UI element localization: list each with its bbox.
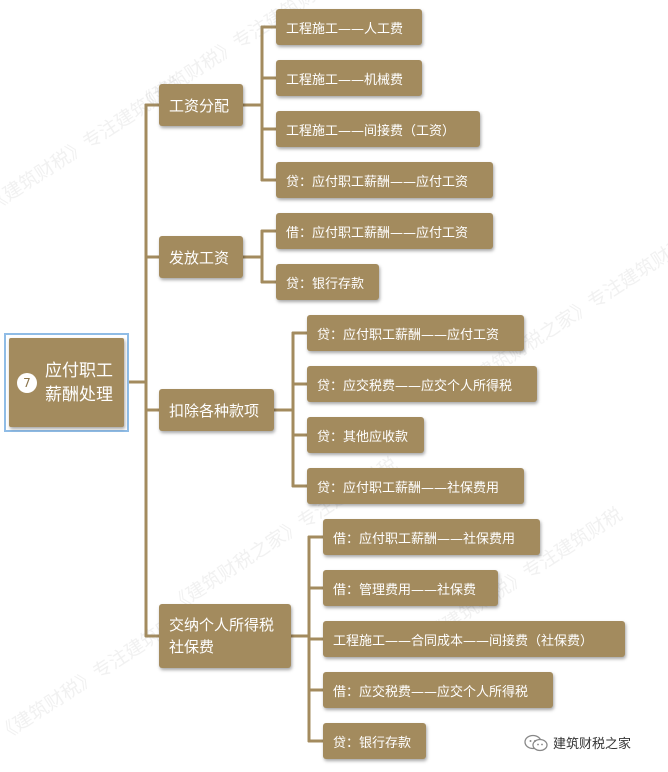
category-deductions[interactable]: 扣除各种款项 <box>159 389 274 431</box>
leaf-credit-payable-salary-2[interactable]: 贷：应付职工薪酬——应付工资 <box>307 315 524 351</box>
category-pay-salary[interactable]: 发放工资 <box>159 236 243 278</box>
leaf-credit-other-receivable[interactable]: 贷：其他应收款 <box>307 417 424 453</box>
leaf-credit-bank-deposit-2[interactable]: 贷：银行存款 <box>323 723 426 759</box>
leaf-credit-bank-deposit[interactable]: 贷：银行存款 <box>276 264 379 300</box>
root-node[interactable]: 7 应付职工薪酬处理 <box>9 338 124 427</box>
category-tax-social[interactable]: 交纳个人所得税社保费 <box>159 604 291 668</box>
priority-badge: 7 <box>17 372 37 393</box>
leaf-contract-cost-social[interactable]: 工程施工——合同成本——间接费（社保费） <box>323 621 625 657</box>
category-salary-allocation[interactable]: 工资分配 <box>159 84 243 126</box>
root-title: 应付职工薪酬处理 <box>45 360 113 405</box>
wechat-icon <box>524 734 548 751</box>
leaf-machine-cost[interactable]: 工程施工——机械费 <box>276 60 422 96</box>
leaf-credit-payable-salary[interactable]: 贷：应付职工薪酬——应付工资 <box>276 162 493 198</box>
leaf-labor-cost[interactable]: 工程施工——人工费 <box>276 9 422 45</box>
leaf-debit-payable-salary[interactable]: 借：应付职工薪酬——应付工资 <box>276 213 493 249</box>
leaf-debit-income-tax[interactable]: 借：应交税费——应交个人所得税 <box>323 672 553 708</box>
leaf-debit-admin-social[interactable]: 借：管理费用——社保费 <box>323 570 498 606</box>
root-node-selection[interactable]: 7 应付职工薪酬处理 <box>4 333 129 432</box>
brand-footer: 建筑财税之家 <box>523 733 631 752</box>
brand-label: 建筑财税之家 <box>553 737 632 752</box>
leaf-credit-income-tax[interactable]: 贷：应交税费——应交个人所得税 <box>307 366 537 402</box>
leaf-debit-social-insurance[interactable]: 借：应付职工薪酬——社保费用 <box>323 519 540 555</box>
leaf-credit-social-insurance[interactable]: 贷：应付职工薪酬——社保费用 <box>307 468 524 504</box>
category-tax-social-label: 交纳个人所得税社保费 <box>169 616 275 656</box>
leaf-indirect-salary[interactable]: 工程施工——间接费（工资） <box>276 111 480 147</box>
